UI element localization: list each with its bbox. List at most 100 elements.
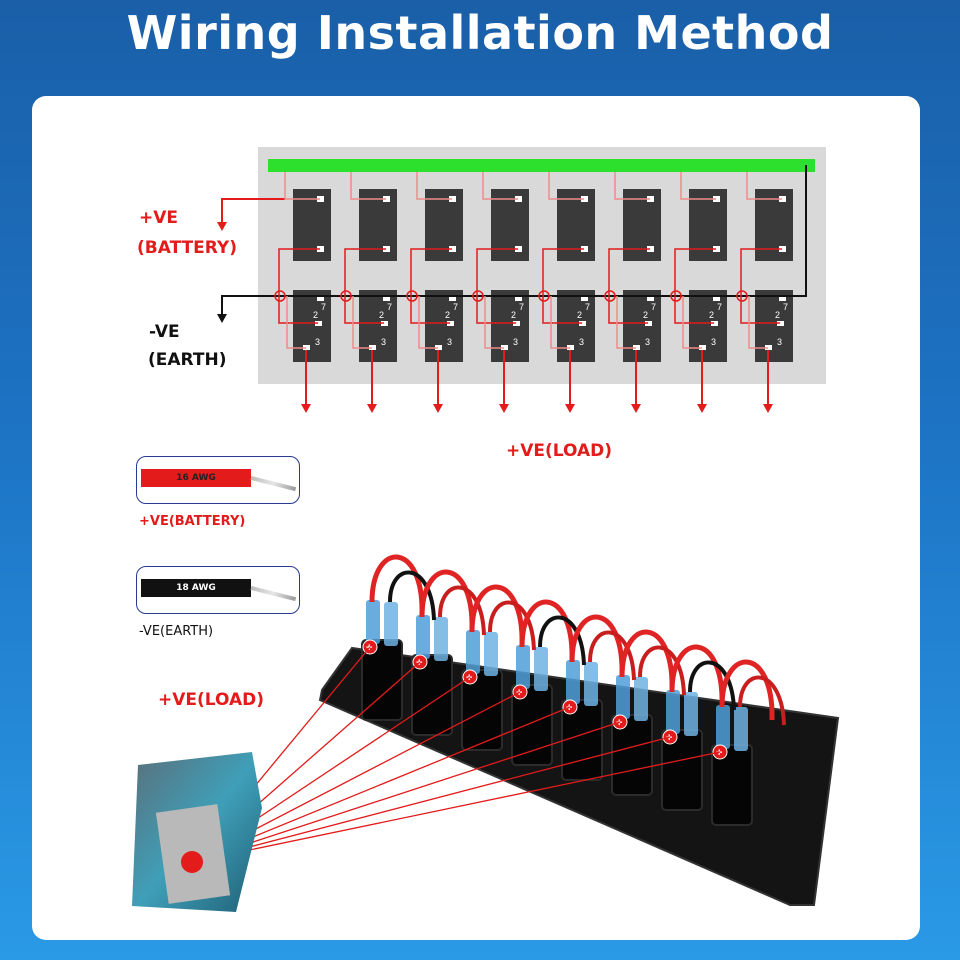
positive-jumper-wire (608, 248, 650, 324)
rocker-switch (611, 714, 653, 796)
insulated-connector (734, 707, 748, 751)
lamp-wire (550, 296, 570, 349)
pin-number-label: 2 (643, 310, 648, 320)
load-arrowhead (763, 404, 773, 413)
wire-loop-group (369, 554, 786, 726)
positive-chain-wire (350, 172, 386, 200)
red-wire-loop (719, 659, 775, 721)
insulated-connector (466, 630, 480, 674)
insulated-connector (516, 645, 530, 689)
pin-number-label: 3 (513, 337, 518, 347)
rocker-switch-group (361, 600, 753, 826)
pin-number-label: 3 (645, 337, 650, 347)
upper-switch-terminal (383, 246, 390, 252)
pointer-line (191, 751, 721, 863)
black-wire-sample: 18 AWG (136, 566, 300, 614)
positive-jumper-wire (278, 248, 320, 324)
load-arrowhead (565, 404, 575, 413)
battery-feed-arrowhead (217, 222, 227, 231)
wire-crossover-loop (274, 290, 286, 302)
pin-number-label: 7 (321, 302, 326, 312)
insulated-connector (584, 662, 598, 706)
pointer-line (191, 721, 621, 863)
pin-number-label: 7 (519, 302, 524, 312)
lamp-wire (418, 296, 438, 349)
upper-switch-terminal (515, 246, 522, 252)
lower-switch-terminal (317, 296, 324, 301)
black-wire-gauge: 18 AWG (141, 579, 251, 597)
upper-switch-terminal (713, 246, 720, 252)
page-title: Wiring Installation Method (126, 6, 834, 60)
lower-switch-block (557, 290, 595, 362)
insulated-connector (434, 617, 448, 661)
insulated-connector (484, 632, 498, 676)
wire-loop (588, 630, 636, 681)
positive-chain-wire (614, 172, 650, 200)
pin-number-label: 2 (379, 310, 384, 320)
lamp-wire (616, 296, 636, 349)
bus-bar (268, 159, 815, 172)
load-arrowhead (631, 404, 641, 413)
lamp-wire (286, 296, 306, 349)
load-terminal-sign: + (716, 747, 722, 759)
lower-switch-terminal (449, 296, 456, 301)
lamp-wire (352, 296, 372, 349)
red-wire-loop (569, 614, 625, 676)
positive-jumper-wire (476, 248, 518, 324)
lower-switch-block (425, 290, 463, 362)
positive-jumper-wire (344, 248, 386, 324)
insulated-connector (366, 600, 380, 644)
positive-label: +VE (139, 208, 179, 228)
positive-chain-wire (482, 172, 518, 200)
wire-crossover-loop (538, 290, 550, 302)
rocker-switch (711, 744, 753, 826)
lower-switch-terminal (369, 345, 376, 350)
lamp-wire (484, 296, 504, 349)
lower-switch-terminal (713, 296, 720, 301)
upper-switch-terminal (581, 246, 588, 252)
upper-switch-terminal (383, 196, 390, 202)
lower-switch-terminal (501, 345, 508, 350)
wire-loop (638, 645, 686, 696)
zoom-terminal-dot (181, 851, 203, 873)
insulated-connector (634, 677, 648, 721)
wire-crossover-loop (340, 290, 352, 302)
wire-group (217, 165, 807, 349)
red-wire-sample: 16 AWG (136, 456, 300, 504)
upper-switch-terminal (317, 196, 324, 202)
lower-switch-block (293, 290, 331, 362)
upper-switch-terminal (581, 196, 588, 202)
photo-load-label: +VE(LOAD) (158, 690, 265, 710)
upper-switch-terminal (647, 246, 654, 252)
pin-number-label: 2 (709, 310, 714, 320)
lower-switch-terminal (765, 345, 772, 350)
wire-loop (738, 675, 786, 726)
pin-number-label: 3 (711, 337, 716, 347)
lower-switch-terminal (435, 345, 442, 350)
black-wire-label: -VE(EARTH) (139, 624, 214, 639)
positive-chain-wire (680, 172, 716, 200)
lower-switch-terminal (381, 321, 388, 326)
pin-number-label: 3 (381, 337, 386, 347)
red-wire-loop (369, 554, 425, 616)
pin-number-label: 7 (717, 302, 722, 312)
lower-switch-block (755, 290, 793, 362)
upper-switch-terminal (713, 196, 720, 202)
red-wire-loop (469, 584, 525, 646)
pin-number-label: 2 (313, 310, 318, 320)
red-wire-label: +VE(BATTERY) (139, 514, 246, 529)
insulated-connector (716, 705, 730, 749)
load-terminal-sign: + (666, 732, 672, 744)
lower-switch-terminal (779, 296, 786, 301)
negative-label: -VE (149, 322, 180, 342)
pin-number-label: 3 (447, 337, 452, 347)
pin-number-label: 7 (585, 302, 590, 312)
lower-switch-block (689, 290, 727, 362)
insulated-connector (534, 647, 548, 691)
load-arrowhead (697, 404, 707, 413)
lower-switch-terminal (383, 296, 390, 301)
upper-switch-terminal (317, 246, 324, 252)
positive-jumper-wire (542, 248, 584, 324)
lower-switch-block (623, 290, 661, 362)
